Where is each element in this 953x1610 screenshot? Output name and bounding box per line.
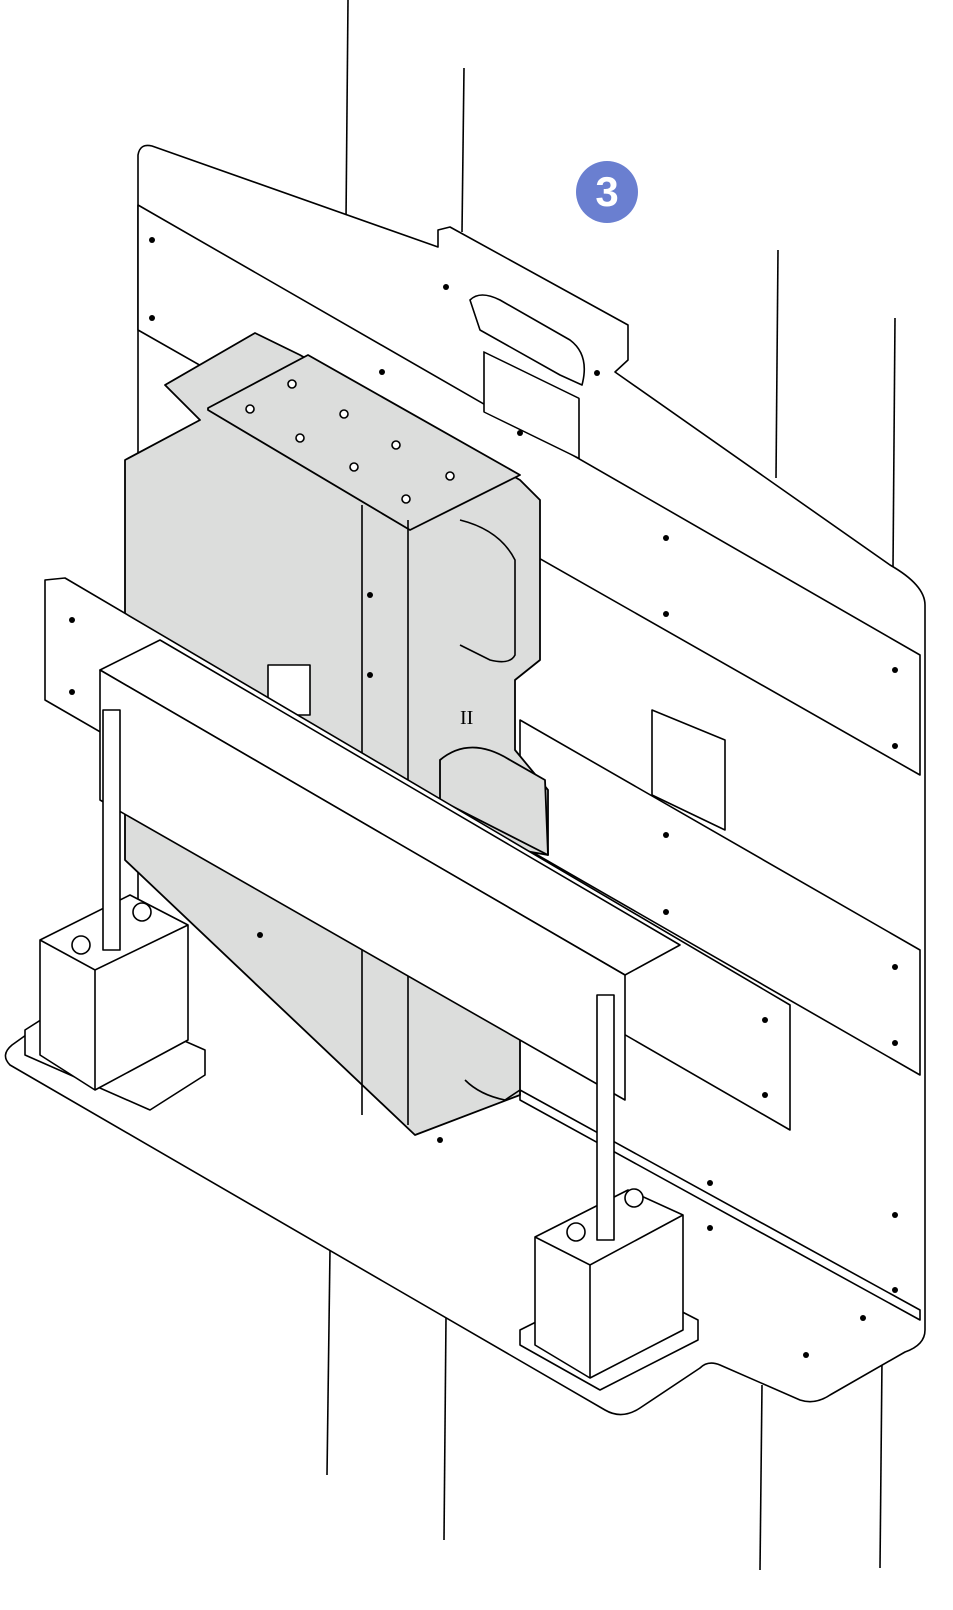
mounting-posts	[24, 709, 699, 1391]
step-number-badge: 3	[576, 161, 638, 223]
psu-marking: II	[460, 707, 473, 729]
guide-lines	[326, 0, 896, 1571]
front-beam	[44, 577, 791, 1131]
